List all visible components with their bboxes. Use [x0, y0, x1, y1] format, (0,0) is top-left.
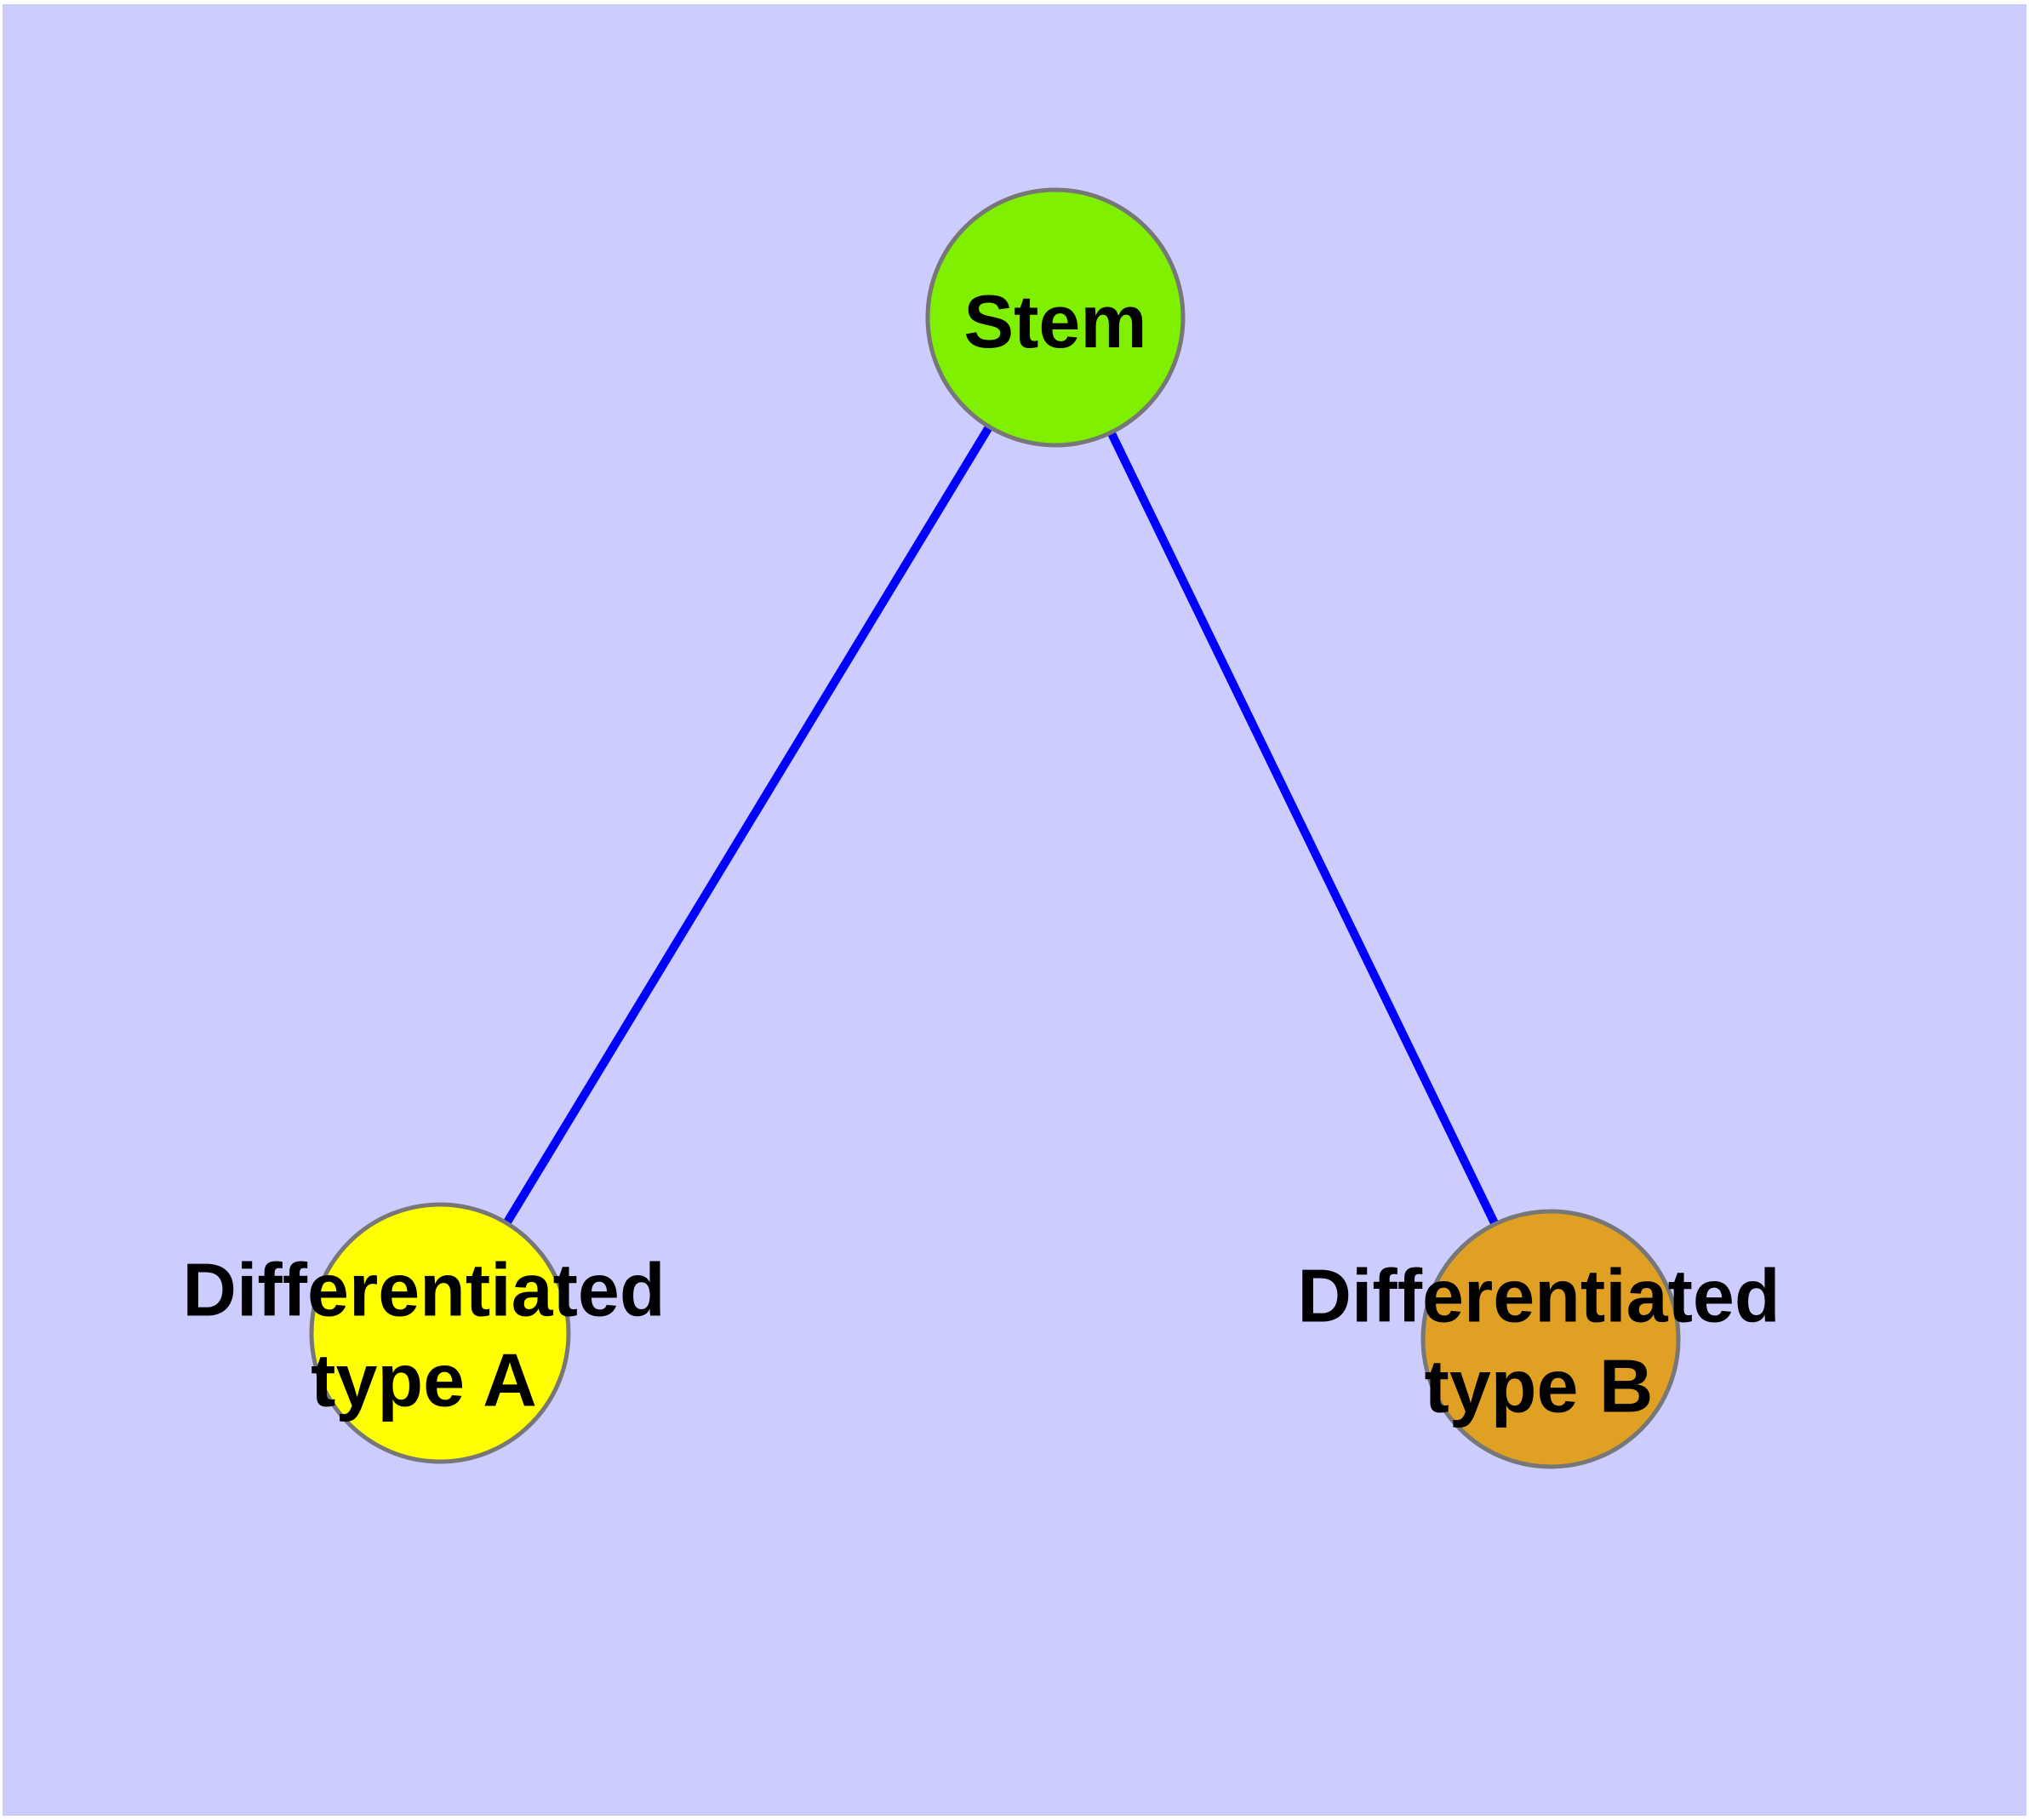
edge-stem-type-b [1051, 315, 1555, 1342]
stem-node [925, 187, 1186, 448]
edge-stem-type-a [436, 315, 1060, 1336]
type-a-node [309, 1202, 571, 1464]
type-b-node [1420, 1209, 1681, 1469]
